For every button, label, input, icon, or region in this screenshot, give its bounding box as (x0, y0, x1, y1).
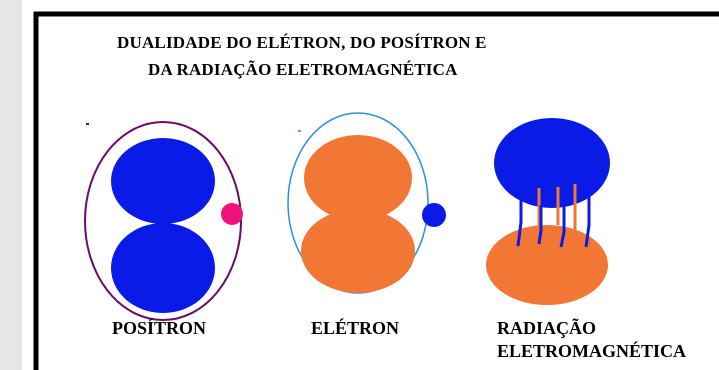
stray-dot-1 (86, 123, 89, 125)
eletron-particle (422, 203, 446, 227)
positron-particle (221, 203, 243, 225)
radiation-figure (486, 118, 610, 305)
eletron-figure (287, 112, 446, 294)
radiation-label-line-1: RADIAÇÃO (497, 318, 596, 338)
positron-orbit (84, 121, 242, 321)
left-margin-strip (0, 0, 22, 370)
positron-figure (84, 121, 243, 321)
radiation-blue-lobe (494, 118, 610, 208)
diagram-frame (33, 11, 719, 370)
radiation-blue-wave-4 (584, 195, 591, 248)
radiation-blue-wave-1 (516, 195, 523, 247)
positron-label: POSÍTRON (112, 318, 207, 338)
eletron-upper-lobe (304, 135, 412, 221)
eletron-lower-lobe (301, 209, 415, 293)
positron-lower-lobe (111, 223, 215, 313)
title-line-1: DUALIDADE DO ELÉTRON, DO POSÍTRON E (117, 33, 487, 52)
radiation-blue-wave-2 (537, 205, 543, 245)
radiation-label-line-2: ELETROMAGNÉTICA (497, 341, 687, 361)
radiation-orange-lobe (486, 225, 608, 305)
title-line-2: DA RADIAÇÃO ELETROMAGNÉTICA (148, 60, 458, 79)
radiation-blue-wave-3 (559, 205, 566, 248)
stray-dot-2 (298, 130, 301, 132)
positron-upper-lobe (111, 138, 215, 224)
eletron-label: ELÉTRON (311, 318, 400, 338)
